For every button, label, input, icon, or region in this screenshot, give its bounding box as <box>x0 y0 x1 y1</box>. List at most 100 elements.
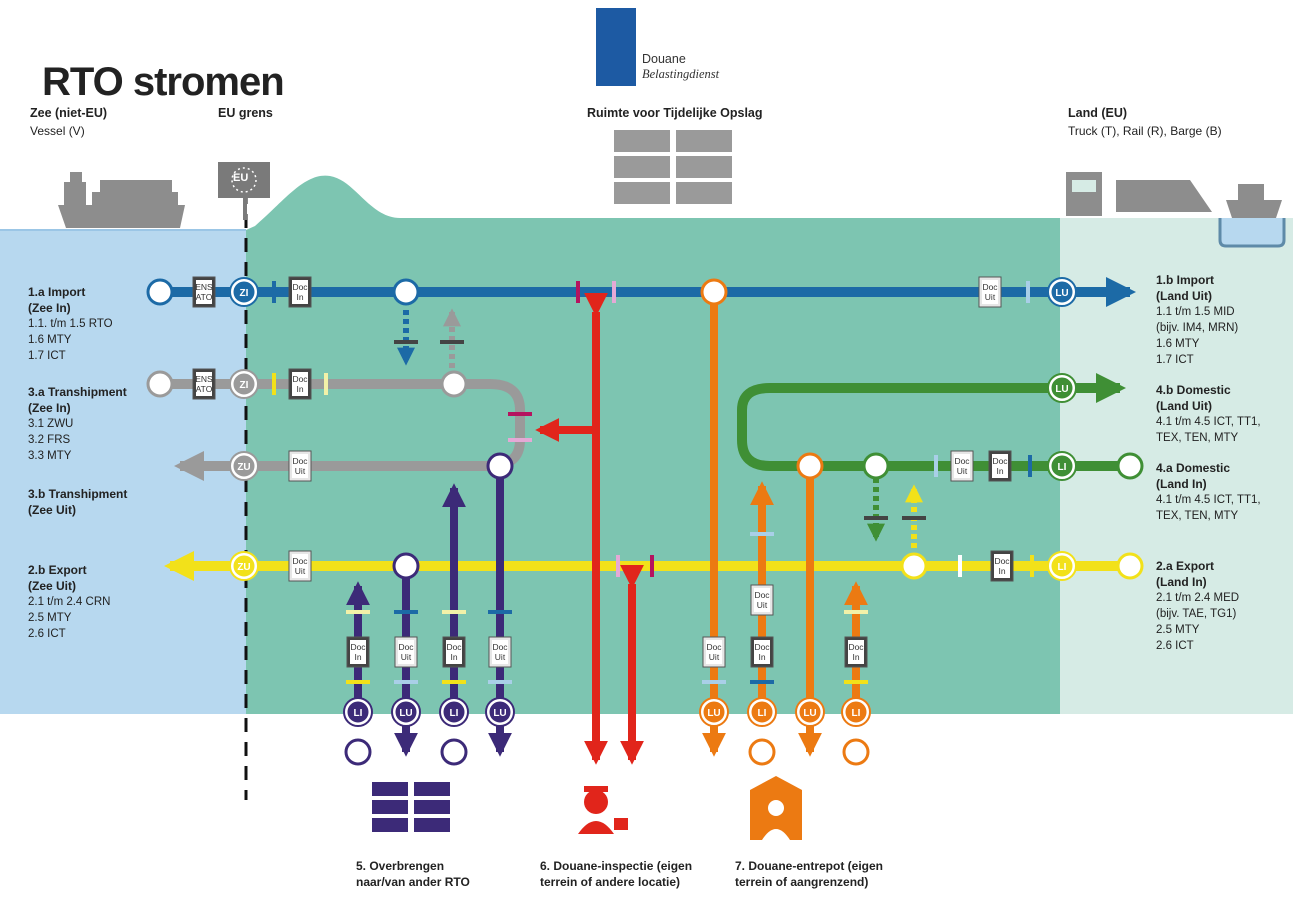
brand-line-1: Douane <box>642 52 686 66</box>
douane-logo-mark <box>596 8 636 86</box>
svg-text:Doc: Doc <box>982 282 998 292</box>
svg-text:ZI: ZI <box>240 288 249 299</box>
eu-sign-icon <box>218 162 270 220</box>
svg-text:LU: LU <box>399 708 412 719</box>
header-ruimte: Ruimte voor Tijdelijke Opslag <box>587 106 763 120</box>
brand-line-2: Belastingdienst <box>642 67 720 81</box>
svg-text:LU: LU <box>707 708 720 719</box>
export-node-1 <box>900 552 928 580</box>
export-start-node <box>1116 552 1144 580</box>
domestic-node-1 <box>862 452 890 480</box>
header-zee-sub: Vessel (V) <box>30 124 85 138</box>
svg-text:Doc: Doc <box>706 642 722 652</box>
caption-douane-inspectie: 6. Douane-inspectie (eigen terrein of an… <box>540 859 693 889</box>
douane-wordmark: Douane Belastingdienst <box>642 52 719 82</box>
svg-text:Uit: Uit <box>709 652 720 662</box>
zu-node-tranship: ZU <box>229 451 259 481</box>
eu-sign-label: EU <box>233 172 249 184</box>
warehouse-node-lu-2: LU <box>795 697 825 727</box>
svg-text:LU: LU <box>1055 288 1068 299</box>
svg-text:ATO: ATO <box>196 292 213 302</box>
warehouse-end-1 <box>748 738 776 766</box>
li-node-export: LI <box>1047 551 1077 581</box>
svg-text:Uit: Uit <box>295 466 306 476</box>
caption-douane-entrepot: 7. Douane-entrepot (eigen terrein of aan… <box>735 859 884 889</box>
svg-text:LI: LI <box>1058 462 1067 473</box>
label-transhipment-zee-uit: 3.b Transhipment (Zee Uit) <box>28 487 128 517</box>
svg-text:Doc: Doc <box>292 374 308 384</box>
zi-node-import: ZI <box>229 277 259 307</box>
transfer-containers-icon <box>372 782 450 832</box>
storage-containers-icon <box>614 130 732 204</box>
svg-text:LI: LI <box>758 708 767 719</box>
tranship-node-1 <box>440 370 468 398</box>
svg-text:Uit: Uit <box>495 652 506 662</box>
domestic-line <box>737 373 1130 471</box>
svg-text:Doc: Doc <box>994 556 1010 566</box>
zi-node-tranship: ZI <box>229 369 259 399</box>
svg-text:Uit: Uit <box>757 600 768 610</box>
transfer-node-top <box>486 452 514 480</box>
svg-text:Doc: Doc <box>954 456 970 466</box>
truck-icon <box>1066 172 1102 216</box>
svg-text:Uit: Uit <box>401 652 412 662</box>
label-import-land-uit: 1.b Import (Land Uit) 1.1 t/m 1.5 MID (b… <box>1156 273 1239 366</box>
warehouse-node-lu-1: LU <box>699 697 729 727</box>
svg-text:LI: LI <box>450 708 459 719</box>
svg-text:ENS: ENS <box>195 282 213 292</box>
tranship-start-node <box>146 370 174 398</box>
svg-text:LI: LI <box>1058 562 1067 573</box>
transfer-node-0: LI <box>343 697 373 727</box>
label-export-land-in: 2.a Export (Land In) 2.1 t/m 2.4 MED (bi… <box>1156 559 1240 652</box>
svg-text:ZU: ZU <box>237 562 250 573</box>
svg-text:In: In <box>354 652 361 662</box>
li-node-domestic: LI <box>1047 451 1077 481</box>
svg-text:Doc: Doc <box>292 282 308 292</box>
import-start-node <box>146 278 174 306</box>
train-icon <box>1116 180 1212 212</box>
ship-icon <box>58 172 185 228</box>
svg-text:In: In <box>296 292 303 302</box>
label-export-zee-uit: 2.b Export (Zee Uit) 2.1 t/m 2.4 CRN 2.5… <box>28 563 111 640</box>
svg-text:In: In <box>296 384 303 394</box>
svg-text:In: In <box>852 652 859 662</box>
warehouse-end-2 <box>842 738 870 766</box>
svg-text:Doc: Doc <box>292 456 308 466</box>
svg-text:ATO: ATO <box>196 384 213 394</box>
page-title: RTO stromen <box>42 60 285 104</box>
svg-text:Doc: Doc <box>398 642 414 652</box>
svg-text:LU: LU <box>803 708 816 719</box>
caption-overbrengen: 5. Overbrengen naar/van ander RTO <box>356 859 470 889</box>
label-domestic-land-in: 4.a Domestic (Land In) 4.1 t/m 4.5 ICT, … <box>1156 461 1261 522</box>
customs-warehouse-icon <box>750 776 802 840</box>
header-land-sub: Truck (T), Rail (R), Barge (B) <box>1068 124 1222 138</box>
svg-text:ZU: ZU <box>237 462 250 473</box>
svg-text:Uit: Uit <box>957 466 968 476</box>
svg-text:LU: LU <box>1055 384 1068 395</box>
label-domestic-land-uit: 4.b Domestic (Land Uit) 4.1 t/m 4.5 ICT,… <box>1156 383 1261 444</box>
svg-text:Doc: Doc <box>446 642 462 652</box>
barge-icon <box>1226 184 1282 218</box>
svg-text:Doc: Doc <box>292 556 308 566</box>
svg-text:In: In <box>996 466 1003 476</box>
svg-text:ENS: ENS <box>195 374 213 384</box>
transfer-node-1: LU <box>391 697 421 727</box>
svg-text:LU: LU <box>493 708 506 719</box>
transfer-node-export <box>392 552 420 580</box>
import-node-1 <box>392 278 420 306</box>
svg-text:ZI: ZI <box>240 380 249 391</box>
sea-zone <box>0 230 246 714</box>
svg-text:In: In <box>450 652 457 662</box>
header-zee-title: Zee (niet-EU) <box>30 106 108 120</box>
